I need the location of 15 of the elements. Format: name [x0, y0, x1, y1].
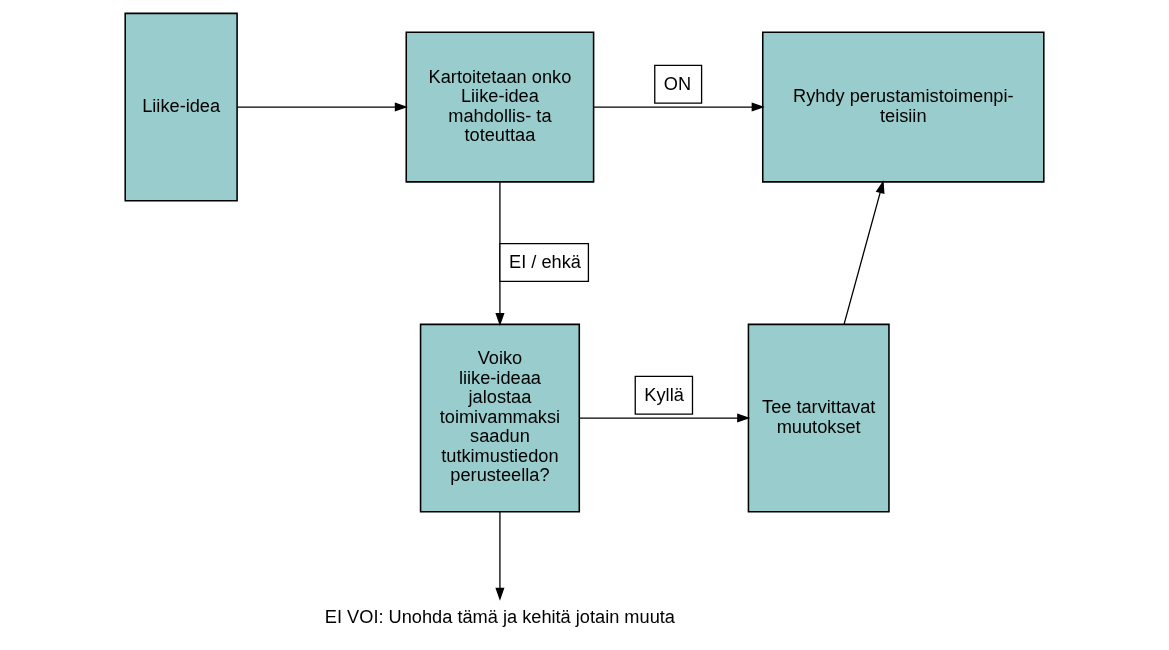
node-box: Tee tarvittavat muutokset	[747, 323, 890, 513]
node-text: EI VOI: Unohda tämä ja kehitä jotain muuta	[324, 606, 675, 627]
arrow	[495, 181, 505, 327]
node-box: Liike-idea	[124, 12, 238, 202]
arrow	[593, 102, 765, 112]
node-box: Voiko liike-ideaa jalostaa toimivammaksi saadun tutkimustiedon perusteella?	[419, 323, 581, 513]
arrow	[843, 180, 885, 325]
edge-label: ON	[663, 73, 692, 94]
node-box: Kartoitetaan onko Liike-idea mahdollis- ta toteuttaa	[405, 31, 595, 183]
edge-label: EI / ehkä	[509, 252, 581, 273]
node-box: Ryhdy perustamistoimenpi- teisiin	[761, 31, 1045, 183]
arrow	[236, 102, 408, 112]
arrow	[495, 511, 505, 601]
arrow	[578, 413, 751, 423]
edge-label: Kyllä	[644, 384, 684, 405]
